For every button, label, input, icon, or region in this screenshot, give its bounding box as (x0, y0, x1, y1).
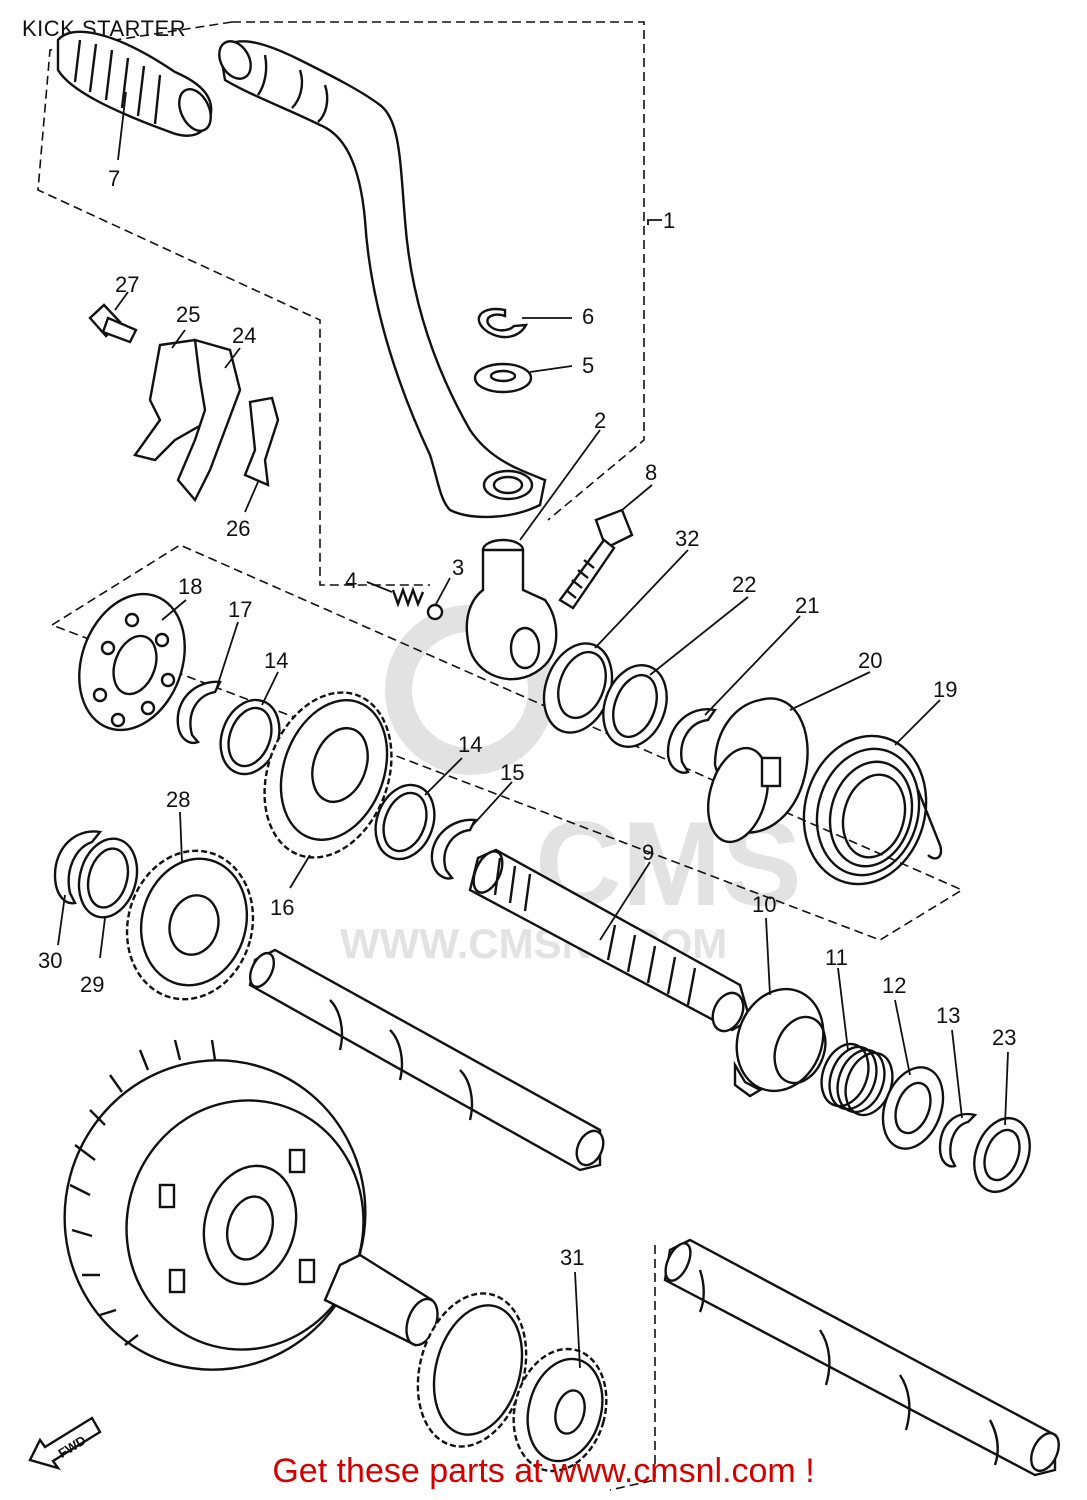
bolt-8 (558, 508, 634, 610)
washer-12 (881, 1066, 945, 1150)
label-15: 15 (500, 760, 524, 785)
circlip-21 (666, 708, 718, 774)
label-16: 16 (270, 895, 294, 920)
washer-5 (473, 362, 533, 394)
label-25: 25 (176, 302, 200, 327)
label-14a: 14 (264, 648, 288, 673)
label-27: 27 (115, 272, 139, 297)
ratchet-10 (733, 987, 827, 1098)
circlip-6 (477, 307, 529, 339)
gear-31 (512, 1347, 608, 1473)
label-31: 31 (560, 1245, 584, 1270)
circlip-17 (176, 680, 222, 744)
label-8: 8 (645, 460, 657, 485)
leader-lines (57, 91, 1009, 1369)
label-14b: 14 (458, 732, 482, 757)
kick-lever-assembly-outline (232, 21, 645, 521)
label-3: 3 (452, 555, 464, 580)
washer-23 (973, 1117, 1031, 1193)
label-10: 10 (752, 892, 776, 917)
spring-cover-20 (707, 697, 809, 844)
spring-4 (391, 586, 425, 608)
callout-labels: 1 2 3 4 5 6 7 8 9 10 11 12 13 14 14 15 1… (38, 166, 1016, 1270)
label-26: 26 (226, 516, 250, 541)
label-12: 12 (882, 973, 906, 998)
kick-boss (465, 538, 558, 681)
gear-28 (125, 849, 255, 1001)
label-11: 11 (825, 945, 848, 970)
footer-link[interactable]: Get these parts at www.cmsnl.com ! (272, 1452, 815, 1490)
label-13: 13 (936, 1003, 960, 1028)
torsion-spring-19 (802, 734, 943, 886)
label-9: 9 (642, 840, 654, 865)
clip-26 (243, 396, 280, 487)
label-22: 22 (732, 572, 756, 597)
washer-29 (77, 837, 139, 919)
circlip-15 (430, 818, 477, 880)
label-23: 23 (992, 1025, 1016, 1050)
circlip-13 (938, 1112, 978, 1168)
counter-shaft (663, 1238, 1060, 1477)
main-shaft (248, 948, 605, 1172)
oil-seal-32 (542, 642, 614, 734)
axle-assembly-outline (609, 1245, 656, 1491)
label-5: 5 (582, 353, 594, 378)
label-2: 2 (594, 408, 606, 433)
label-17: 17 (228, 597, 252, 622)
label-6: 6 (582, 304, 594, 329)
washer-14b (374, 783, 436, 861)
label-24: 24 (232, 323, 256, 348)
bolt-27 (88, 303, 138, 344)
label-7: 7 (108, 166, 120, 191)
washer-22 (602, 664, 668, 748)
kick-grip (56, 30, 213, 137)
label-30: 30 (38, 948, 62, 973)
label-1: 1 (663, 208, 675, 233)
label-29: 29 (80, 972, 104, 997)
label-20: 20 (858, 648, 882, 673)
kick-lever-assembly-outline-left (37, 21, 430, 586)
guide-plate-24 (176, 338, 242, 503)
label-32: 32 (675, 526, 699, 551)
label-19: 19 (933, 677, 957, 702)
gear-16 (263, 691, 393, 859)
plate-18 (78, 592, 186, 732)
label-4: 4 (345, 568, 357, 593)
label-28: 28 (166, 787, 190, 812)
ball-3 (426, 603, 444, 621)
clutch-housing (63, 1039, 367, 1371)
gear-large-lower (416, 1292, 528, 1448)
label-21: 21 (795, 593, 819, 618)
collar-spacer (323, 1253, 439, 1347)
label-18: 18 (178, 574, 202, 599)
kick-lever (218, 40, 547, 519)
kick-shaft-assembly-outline (51, 544, 964, 941)
